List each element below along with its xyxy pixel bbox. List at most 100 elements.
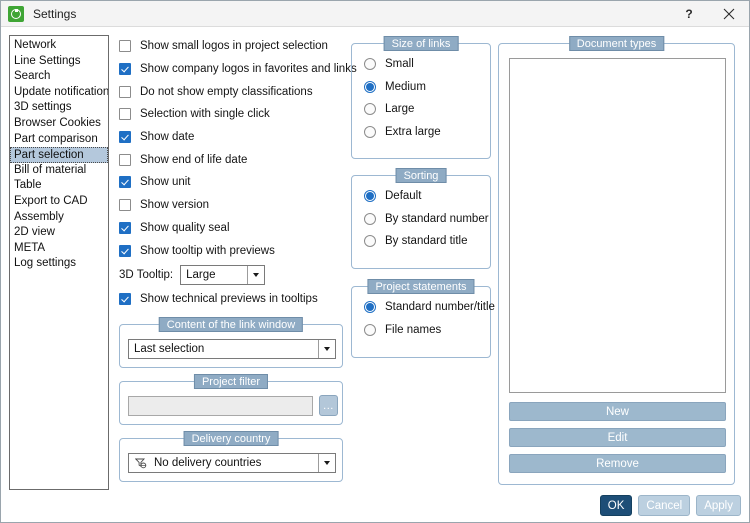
delivery-country-group-caption: Delivery country (183, 431, 279, 446)
radio-row-size-large[interactable]: Large (364, 98, 441, 121)
checkbox-technical-previews[interactable] (119, 293, 131, 306)
link-window-content-select[interactable]: Last selection (128, 339, 336, 359)
checkbox-row-technical-previews[interactable]: Show technical previews in tooltips (117, 288, 345, 311)
radio-label-size-extra-large: Extra large (385, 125, 441, 138)
radio-label-sorting-standard-title: By standard title (385, 235, 468, 248)
link-window-group: Content of the link window Last selectio… (119, 317, 343, 368)
checkbox-row-show-small-logos[interactable]: Show small logos in project selection (117, 35, 345, 58)
close-button[interactable] (709, 1, 749, 26)
radio-row-size-medium[interactable]: Medium (364, 76, 441, 99)
checkbox-row-show-unit[interactable]: Show unit (117, 171, 345, 194)
radio-row-size-small[interactable]: Small (364, 53, 441, 76)
sorting-group: Sorting Default By standard number By st… (351, 168, 491, 269)
sidebar-item-update-notification[interactable]: Update notification (14, 85, 109, 98)
document-type-edit-label: Edit (607, 431, 628, 444)
document-type-remove-button[interactable]: Remove (509, 454, 726, 473)
checkbox-row-show-tooltip-previews[interactable]: Show tooltip with previews (117, 239, 345, 262)
checkbox-show-unit[interactable] (119, 176, 131, 189)
sidebar-item-assembly[interactable]: Assembly (14, 210, 64, 223)
checkbox-row-show-date[interactable]: Show date (117, 126, 345, 149)
sidebar-item-meta[interactable]: META (14, 241, 46, 254)
checkbox-row-show-version[interactable]: Show version (117, 194, 345, 217)
title-bar: Settings ? (1, 1, 749, 27)
cancel-button[interactable]: Cancel (638, 495, 691, 516)
checkbox-show-small-logos[interactable] (119, 40, 131, 53)
ok-button[interactable]: OK (599, 495, 633, 516)
checkbox-label-technical-previews: Show technical previews in tooltips (140, 293, 318, 306)
project-filter-group: Project filter ... (119, 374, 343, 425)
checkbox-row-show-quality-seal[interactable]: Show quality seal (117, 217, 345, 240)
document-type-new-button[interactable]: New (509, 402, 726, 421)
checkbox-row-single-click-selection[interactable]: Selection with single click (117, 103, 345, 126)
radio-file-names[interactable] (364, 323, 376, 336)
apply-button[interactable]: Apply (696, 495, 741, 516)
radio-label-size-large: Large (385, 103, 415, 116)
checkbox-show-date[interactable] (119, 131, 131, 144)
checkbox-label-show-small-logos: Show small logos in project selection (140, 40, 328, 53)
radio-sorting-standard-title[interactable] (364, 235, 376, 248)
checkbox-show-version[interactable] (119, 199, 131, 212)
sidebar-item-search[interactable]: Search (14, 70, 51, 83)
sidebar-item-part-comparison[interactable]: Part comparison (14, 132, 98, 145)
radio-label-size-small: Small (385, 58, 414, 71)
chevron-down-icon[interactable] (318, 340, 335, 358)
radio-size-extra-large[interactable] (364, 125, 376, 138)
radio-size-medium[interactable] (364, 80, 376, 93)
radio-size-large[interactable] (364, 103, 376, 116)
document-types-listbox[interactable] (509, 58, 726, 393)
delivery-country-select[interactable]: No delivery countries (128, 453, 336, 473)
radio-row-sorting-standard-number[interactable]: By standard number (364, 208, 489, 231)
radio-row-sorting-standard-title[interactable]: By standard title (364, 230, 489, 253)
radio-row-sorting-default[interactable]: Default (364, 185, 489, 208)
sidebar-item-table[interactable]: Table (14, 179, 42, 192)
checkbox-row-show-end-of-life-date[interactable]: Show end of life date (117, 148, 345, 171)
sidebar-item-bill-of-material[interactable]: Bill of material (14, 163, 87, 176)
radio-sorting-standard-number[interactable] (364, 212, 376, 225)
sidebar-item-export-to-cad[interactable]: Export to CAD (14, 194, 88, 207)
settings-category-list[interactable]: Network Line Settings Search Update noti… (9, 35, 109, 490)
radio-size-small[interactable] (364, 58, 376, 71)
document-type-edit-button[interactable]: Edit (509, 428, 726, 447)
checkbox-row-hide-empty-classifications[interactable]: Do not show empty classifications (117, 80, 345, 103)
radio-row-file-names[interactable]: File names (364, 319, 495, 342)
checkbox-show-end-of-life-date[interactable] (119, 153, 131, 166)
radio-label-file-names: File names (385, 323, 442, 336)
checkbox-show-quality-seal[interactable] (119, 221, 131, 234)
checkbox-label-show-unit: Show unit (140, 176, 191, 189)
radio-label-size-medium: Medium (385, 80, 426, 93)
project-filter-group-caption: Project filter (193, 374, 269, 389)
sidebar-item-2d-view[interactable]: 2D view (14, 226, 55, 239)
checkbox-single-click-selection[interactable] (119, 108, 131, 121)
checkbox-label-show-version: Show version (140, 199, 210, 212)
checkbox-label-show-tooltip-previews: Show tooltip with previews (140, 244, 275, 257)
project-filter-input[interactable] (128, 396, 313, 416)
close-icon (723, 8, 735, 19)
ellipsis-icon: ... (323, 399, 334, 412)
sidebar-item-log-settings[interactable]: Log settings (14, 257, 77, 270)
sidebar-item-line-settings[interactable]: Line Settings (14, 54, 81, 67)
radio-row-size-extra-large[interactable]: Extra large (364, 121, 441, 144)
checkbox-hide-empty-classifications[interactable] (119, 85, 131, 98)
sidebar-item-network[interactable]: Network (14, 39, 57, 51)
document-types-group: Document types New Edit Remove (498, 36, 735, 485)
checkbox-label-single-click-selection: Selection with single click (140, 108, 270, 121)
sidebar-item-part-selection[interactable]: Part selection (10, 147, 108, 163)
tooltip-size-select[interactable]: Large (180, 264, 266, 285)
checkbox-row-show-company-logos[interactable]: Show company logos in favorites and link… (117, 58, 357, 81)
checkbox-show-tooltip-previews[interactable] (119, 244, 131, 257)
project-statements-group-caption: Project statements (367, 279, 475, 294)
size-of-links-group: Size of links Small Medium Large Extra l… (351, 36, 491, 159)
chevron-down-icon[interactable] (247, 265, 265, 284)
sidebar-item-browser-cookies[interactable]: Browser Cookies (14, 116, 101, 129)
radio-sorting-default[interactable] (364, 190, 376, 203)
checkbox-label-show-company-logos: Show company logos in favorites and link… (140, 63, 357, 76)
sidebar-item-3d-settings[interactable]: 3D settings (14, 101, 72, 114)
chevron-down-icon[interactable] (318, 454, 335, 472)
checkbox-show-company-logos[interactable] (119, 63, 131, 76)
help-button[interactable]: ? (685, 6, 693, 21)
radio-row-standard-number-title[interactable]: Standard number/title (364, 296, 495, 319)
radio-standard-number-title[interactable] (364, 301, 376, 314)
window-title: Settings (33, 6, 77, 21)
project-filter-browse-button[interactable]: ... (319, 395, 338, 416)
